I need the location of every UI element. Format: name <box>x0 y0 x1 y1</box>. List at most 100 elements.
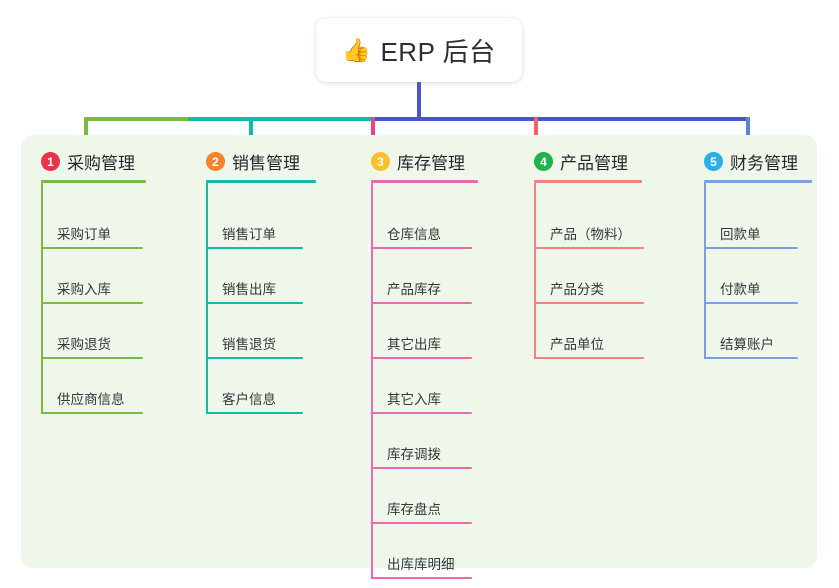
branch-item[interactable]: 采购订单 <box>41 219 147 249</box>
branch-item[interactable]: 销售退货 <box>206 329 307 359</box>
branch-header-4[interactable]: 4 产品管理 <box>534 149 628 174</box>
branch-item-label: 产品（物料） <box>550 227 631 242</box>
branch-header-underline <box>704 180 812 183</box>
branch-item[interactable]: 产品库存 <box>371 274 476 304</box>
branch-item-label: 库存盘点 <box>387 502 441 517</box>
branch-item[interactable]: 其它入库 <box>371 384 476 414</box>
bus-segment-3 <box>371 117 419 121</box>
branch-number-badge: 4 <box>534 152 553 171</box>
branch-item-underline <box>41 412 143 414</box>
branch-stub-5 <box>746 117 750 143</box>
branch-item-underline <box>41 302 143 304</box>
branch-item-underline <box>371 522 472 524</box>
branch-number-badge: 5 <box>704 152 723 171</box>
branch-item[interactable]: 库存调拨 <box>371 439 476 469</box>
branch-item-label: 仓库信息 <box>387 227 441 242</box>
bus-segment-1 <box>84 117 189 121</box>
branch-title: 库存管理 <box>397 154 465 173</box>
branch-item-label: 库存调拨 <box>387 447 441 462</box>
branch-item-label: 采购订单 <box>57 227 111 242</box>
branch-item-label: 出库库明细 <box>387 557 455 572</box>
branch-item[interactable]: 出库库明细 <box>371 549 476 579</box>
branch-header-underline <box>206 180 316 183</box>
branch-item-label: 客户信息 <box>222 392 276 407</box>
branch-item-underline <box>371 302 472 304</box>
branch-item-label: 销售退货 <box>222 337 276 352</box>
branch-item-underline <box>206 357 303 359</box>
branch-item[interactable]: 销售订单 <box>206 219 307 249</box>
branch-item-underline <box>704 247 798 249</box>
thumbs-up-icon: 👍 <box>342 36 372 63</box>
bus-segment-2 <box>188 117 373 121</box>
branch-item-underline <box>206 247 303 249</box>
branch-header-underline <box>41 180 146 183</box>
branch-item-label: 采购入库 <box>57 282 111 297</box>
bus-segment-4 <box>419 117 750 121</box>
root-node-label: ERP 后台 <box>380 36 496 67</box>
branch-item-underline <box>41 247 143 249</box>
branch-item[interactable]: 产品单位 <box>534 329 648 359</box>
branch-item-underline <box>534 302 644 304</box>
branch-rail <box>704 183 706 359</box>
branch-item-underline <box>371 247 472 249</box>
branch-stub-3 <box>371 117 375 143</box>
branch-title: 财务管理 <box>730 154 798 173</box>
branch-item[interactable]: 库存盘点 <box>371 494 476 524</box>
branch-header-underline <box>534 180 642 183</box>
branch-rail <box>206 183 208 414</box>
branch-item-underline <box>371 467 472 469</box>
branch-item-label: 销售出库 <box>222 282 276 297</box>
branch-stub-4 <box>534 117 538 143</box>
branch-item-label: 其它入库 <box>387 392 441 407</box>
branch-item[interactable]: 仓库信息 <box>371 219 476 249</box>
branch-header-3[interactable]: 3 库存管理 <box>371 149 465 174</box>
branch-header-5[interactable]: 5 财务管理 <box>704 149 798 174</box>
branch-rail <box>41 183 43 414</box>
root-stem-connector <box>417 82 421 121</box>
branch-item-label: 采购退货 <box>57 337 111 352</box>
branch-item[interactable]: 采购退货 <box>41 329 147 359</box>
branch-item[interactable]: 产品分类 <box>534 274 648 304</box>
branch-item[interactable]: 销售出库 <box>206 274 307 304</box>
branch-item[interactable]: 采购入库 <box>41 274 147 304</box>
branch-header-1[interactable]: 1 采购管理 <box>41 149 135 174</box>
branch-title: 采购管理 <box>67 154 135 173</box>
branch-item-underline <box>371 357 472 359</box>
branch-item-label: 其它出库 <box>387 337 441 352</box>
branch-item-label: 结算账户 <box>720 337 774 352</box>
branch-title: 产品管理 <box>560 154 628 173</box>
branch-item-label: 供应商信息 <box>57 392 125 407</box>
branch-item-underline <box>704 357 798 359</box>
branch-item-label: 产品单位 <box>550 337 604 352</box>
branch-title: 销售管理 <box>232 154 300 173</box>
branch-item-underline <box>371 412 472 414</box>
branch-item-label: 产品库存 <box>387 282 441 297</box>
branch-item-underline <box>534 247 644 249</box>
branch-rail <box>534 183 536 359</box>
branch-rail <box>371 183 373 579</box>
branches-panel <box>21 135 817 568</box>
branch-item[interactable]: 回款单 <box>704 219 802 249</box>
branch-item-underline <box>41 357 143 359</box>
root-node-card[interactable]: 👍 ERP 后台 <box>316 18 522 82</box>
branch-item-underline <box>534 357 644 359</box>
branch-item[interactable]: 产品（物料） <box>534 219 648 249</box>
branch-stub-1 <box>84 117 88 143</box>
branch-item-label: 付款单 <box>720 282 761 297</box>
branch-item-underline <box>206 412 303 414</box>
branch-number-badge: 1 <box>41 152 60 171</box>
branch-item[interactable]: 供应商信息 <box>41 384 147 414</box>
branch-stub-2 <box>249 117 253 143</box>
branch-item[interactable]: 结算账户 <box>704 329 802 359</box>
branch-item[interactable]: 其它出库 <box>371 329 476 359</box>
root-node-title: 👍 ERP 后台 <box>342 32 495 69</box>
branch-item-underline <box>704 302 798 304</box>
branch-number-badge: 3 <box>371 152 390 171</box>
branch-item[interactable]: 付款单 <box>704 274 802 304</box>
branch-header-underline <box>371 180 478 183</box>
branch-item-label: 回款单 <box>720 227 761 242</box>
branch-item-underline <box>206 302 303 304</box>
branch-item[interactable]: 客户信息 <box>206 384 307 414</box>
